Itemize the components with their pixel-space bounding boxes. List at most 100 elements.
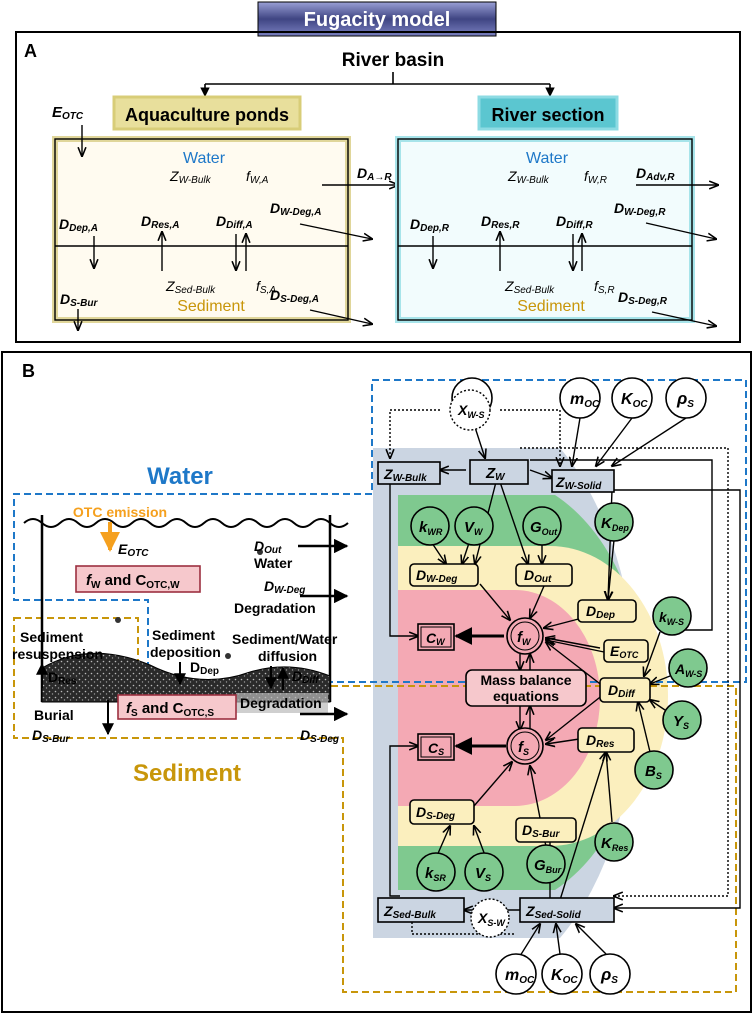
river-dwdeg: DW-Deg,R <box>614 200 666 218</box>
node-kres: KRes <box>594 822 634 862</box>
node-koc-top: KOC <box>611 377 653 419</box>
b-ddep: DDep <box>190 659 219 677</box>
svg-text:fS: fS <box>518 739 529 757</box>
svg-text:BS: BS <box>645 763 662 781</box>
panel-a-frame <box>15 31 741 343</box>
node-zwsolid: ZW-Solid <box>551 469 615 493</box>
node-koc-bot: KOC <box>541 953 583 995</box>
svg-text:ZW-Bulk: ZW-Bulk <box>383 466 427 484</box>
b-burial-label: Burial <box>34 707 74 723</box>
svg-text:ZSed-Solid: ZSed-Solid <box>525 903 582 921</box>
deposition-line2: deposition <box>150 644 221 660</box>
svg-text:DDiff: DDiff <box>608 682 636 700</box>
diffusion-line2: diffusion <box>258 648 317 664</box>
node-dres: DRes <box>577 727 635 753</box>
pond-fw: fW,A <box>246 168 269 186</box>
svg-text:DS-Bur: DS-Bur <box>522 822 560 840</box>
svg-text:DS-Deg: DS-Deg <box>416 804 455 822</box>
b-dsdeg: DS-Deg <box>300 727 339 745</box>
deposition-line1: Sediment <box>152 627 215 643</box>
svg-text:mOC: mOC <box>505 967 535 986</box>
panel-b-label: B <box>22 361 35 381</box>
pond-title-box <box>112 95 302 131</box>
b-dwdeg: DW-Deg <box>264 578 305 596</box>
node-zsedbulk: ZSed-Bulk <box>377 897 465 923</box>
b-dsbur: DS-Bur <box>32 727 70 745</box>
pond-dsdeg: DS-Deg,A <box>270 287 319 305</box>
pond-water-label: Water <box>183 150 226 167</box>
pond-title: Aquaculture ponds <box>125 105 289 125</box>
b-eotc: EOTC <box>118 541 149 559</box>
node-zsedsolid: ZSed-Solid <box>519 897 615 923</box>
river-zw: ZW-Bulk <box>507 168 550 186</box>
node-cw: CW <box>417 623 455 651</box>
svg-text:KDep: KDep <box>601 515 629 533</box>
svg-text:ZSed-Bulk: ZSed-Bulk <box>383 903 436 921</box>
svg-text:kW-S: kW-S <box>659 609 684 627</box>
pond-zsed: ZSed-Bulk <box>165 278 216 296</box>
svg-text:XS-W: XS-W <box>477 910 506 928</box>
node-zwbulk: ZW-Bulk <box>377 461 441 485</box>
pond-sediment-label: Sediment <box>177 298 245 315</box>
svg-text:KOC: KOC <box>551 967 578 986</box>
pond-dwdeg: DW-Deg,A <box>270 200 321 218</box>
svg-text:CS: CS <box>428 740 444 757</box>
river-dadv: DAdv,R <box>636 165 675 183</box>
node-moc-bot: mOC <box>495 953 537 995</box>
diffusion-line1: Sediment/Water <box>232 631 338 647</box>
svg-text:kWR: kWR <box>419 519 443 537</box>
svg-text:AW-S: AW-S <box>674 661 702 679</box>
b-dout: DOut <box>254 538 282 556</box>
node-bs: BS <box>634 750 674 790</box>
node-moc-top: mOC <box>559 377 601 419</box>
river-fs: fS,R <box>594 278 615 296</box>
svg-text:Mass balance: Mass balance <box>480 672 571 688</box>
panel-a-label: A <box>24 41 37 61</box>
node-aws: AW-S <box>668 648 708 688</box>
b-dres: DRes <box>48 669 77 687</box>
b-water-label: Water <box>254 555 293 571</box>
node-gout: GOut <box>522 506 562 546</box>
node-mass-balance: Mass balance equations <box>465 669 587 707</box>
svg-text:CW: CW <box>426 630 446 647</box>
resuspension-line2: resuspension <box>12 646 103 662</box>
pond-zw: ZW-Bulk <box>169 168 212 186</box>
pond-dsbur: DS-Bur <box>60 291 98 309</box>
svg-text:fW: fW <box>517 629 532 647</box>
node-zw: ZW <box>469 459 529 485</box>
river-title-box <box>477 95 619 131</box>
svg-text:mOC: mOC <box>570 391 600 410</box>
river-fw: fW,R <box>584 168 607 186</box>
svg-text:VW: VW <box>464 519 484 537</box>
pond-ddiff: DDiff,A <box>216 213 253 231</box>
river-ddiff: DDiff,R <box>556 213 593 231</box>
node-fs: fS <box>506 727 544 765</box>
title-bar <box>257 1 497 37</box>
svg-text:ZW-Solid: ZW-Solid <box>555 474 602 492</box>
svg-text:DOut: DOut <box>524 567 552 585</box>
node-kws: kW-S <box>652 596 692 636</box>
node-rhos-bot: ρS <box>589 953 631 995</box>
b-ddiff: DDiff <box>292 668 320 686</box>
river-sediment-label: Sediment <box>517 298 585 315</box>
svg-text:DRes: DRes <box>586 732 615 750</box>
svg-text:ρS: ρS <box>676 389 694 410</box>
pond-eotc: EOTC <box>52 104 84 122</box>
b-degradation-label: Degradation <box>234 600 316 616</box>
node-ys: YS <box>662 700 702 740</box>
svg-text:KOC: KOC <box>621 391 648 410</box>
node-rhos-top: ρS <box>665 377 707 419</box>
svg-text:equations: equations <box>493 688 559 704</box>
river-basin-label: River basin <box>342 50 444 71</box>
b-degradation2-label: Degradation <box>240 695 322 711</box>
svg-text:ρS: ρS <box>600 965 618 986</box>
node-dout: DOut <box>515 563 573 587</box>
node-ddep: DDep <box>577 599 637 623</box>
node-ddiff: DDiff <box>599 677 651 703</box>
svg-text:DDep: DDep <box>586 603 615 621</box>
node-dsbur: DS-Bur <box>515 817 577 843</box>
fw-cotcw-box <box>75 565 201 593</box>
node-xsw: XS-W <box>470 898 510 938</box>
water-dashed-outline <box>13 379 747 683</box>
